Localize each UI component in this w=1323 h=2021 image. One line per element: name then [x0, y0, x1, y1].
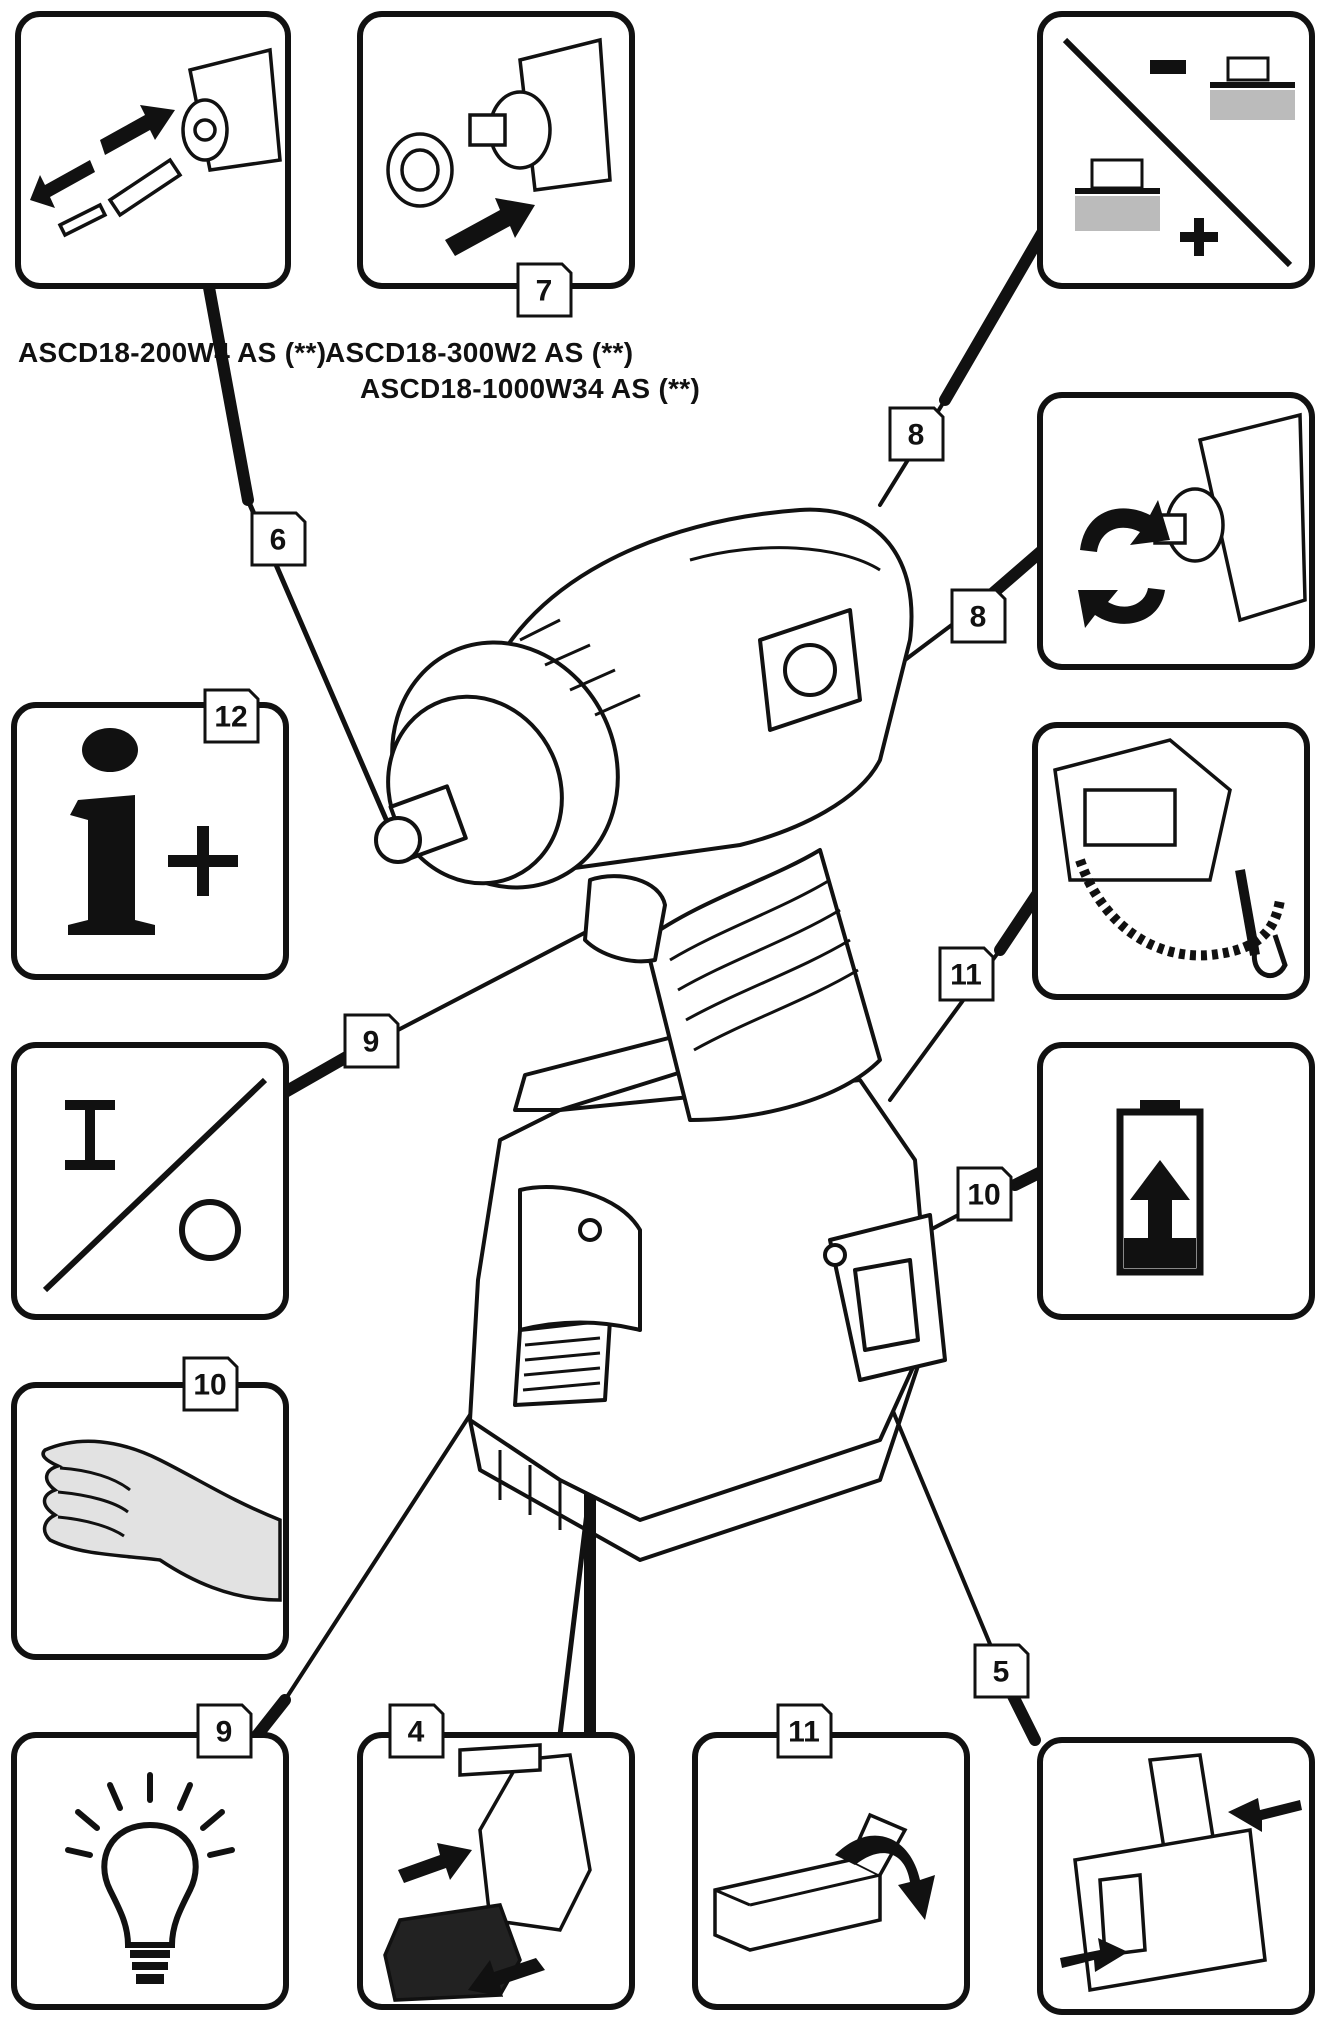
panel-packaging	[692, 1732, 970, 2010]
callout-9-upper-label: 9	[363, 1026, 380, 1059]
callout-11-upper-label: 11	[950, 959, 982, 992]
callout-9-lower: 9	[196, 1703, 253, 1759]
model-label-1000w34: ASCD18-1000W34 AS (**)	[360, 373, 700, 404]
panel-bit-change	[15, 11, 291, 289]
panel-info	[11, 702, 289, 980]
callout-10-hand: 10	[182, 1356, 239, 1412]
callout-8-top-label: 8	[908, 419, 925, 452]
callout-12-label: 12	[214, 701, 247, 734]
callout-7: 7	[516, 262, 573, 318]
panel-battery-insert	[357, 1732, 635, 2010]
callout-11-lower: 11	[776, 1703, 833, 1759]
panel-work-light	[11, 1732, 289, 2010]
panel-rotation-direction	[1037, 392, 1315, 670]
callout-8-top: 8	[888, 406, 945, 462]
panel-speed-setting	[1037, 11, 1315, 289]
callout-9-upper: 9	[343, 1013, 400, 1069]
panel-lanyard	[1032, 722, 1310, 1000]
callout-4-label: 4	[408, 1716, 425, 1749]
callout-6-label: 6	[270, 524, 287, 557]
callout-5: 5	[973, 1643, 1030, 1699]
callout-6: 6	[250, 511, 307, 567]
impact-wrench-drawing	[374, 507, 947, 1562]
panel-socket-change	[357, 11, 635, 289]
callout-12: 12	[203, 688, 260, 744]
panel-belt-clip	[1037, 1737, 1315, 2015]
panel-switch	[11, 1042, 289, 1320]
callout-11-lower-label: 11	[788, 1716, 820, 1749]
callout-10-right-label: 10	[967, 1179, 1000, 1212]
callout-5-label: 5	[993, 1656, 1010, 1689]
callout-4: 4	[388, 1703, 445, 1759]
callout-10-hand-label: 10	[193, 1369, 226, 1402]
callout-7-label: 7	[536, 275, 553, 308]
panel-battery-charge	[1037, 1042, 1315, 1320]
callout-10-right: 10	[956, 1166, 1013, 1222]
model-label-200w4: ASCD18-200W4 AS (**)	[18, 337, 326, 368]
callout-11-upper: 11	[938, 946, 995, 1002]
callout-8-mid-label: 8	[970, 601, 987, 634]
model-label-300w2: ASCD18-300W2 AS (**)	[325, 337, 633, 368]
panel-hand	[11, 1382, 289, 1660]
callout-9-lower-label: 9	[216, 1716, 233, 1749]
callout-8-mid: 8	[950, 588, 1007, 644]
